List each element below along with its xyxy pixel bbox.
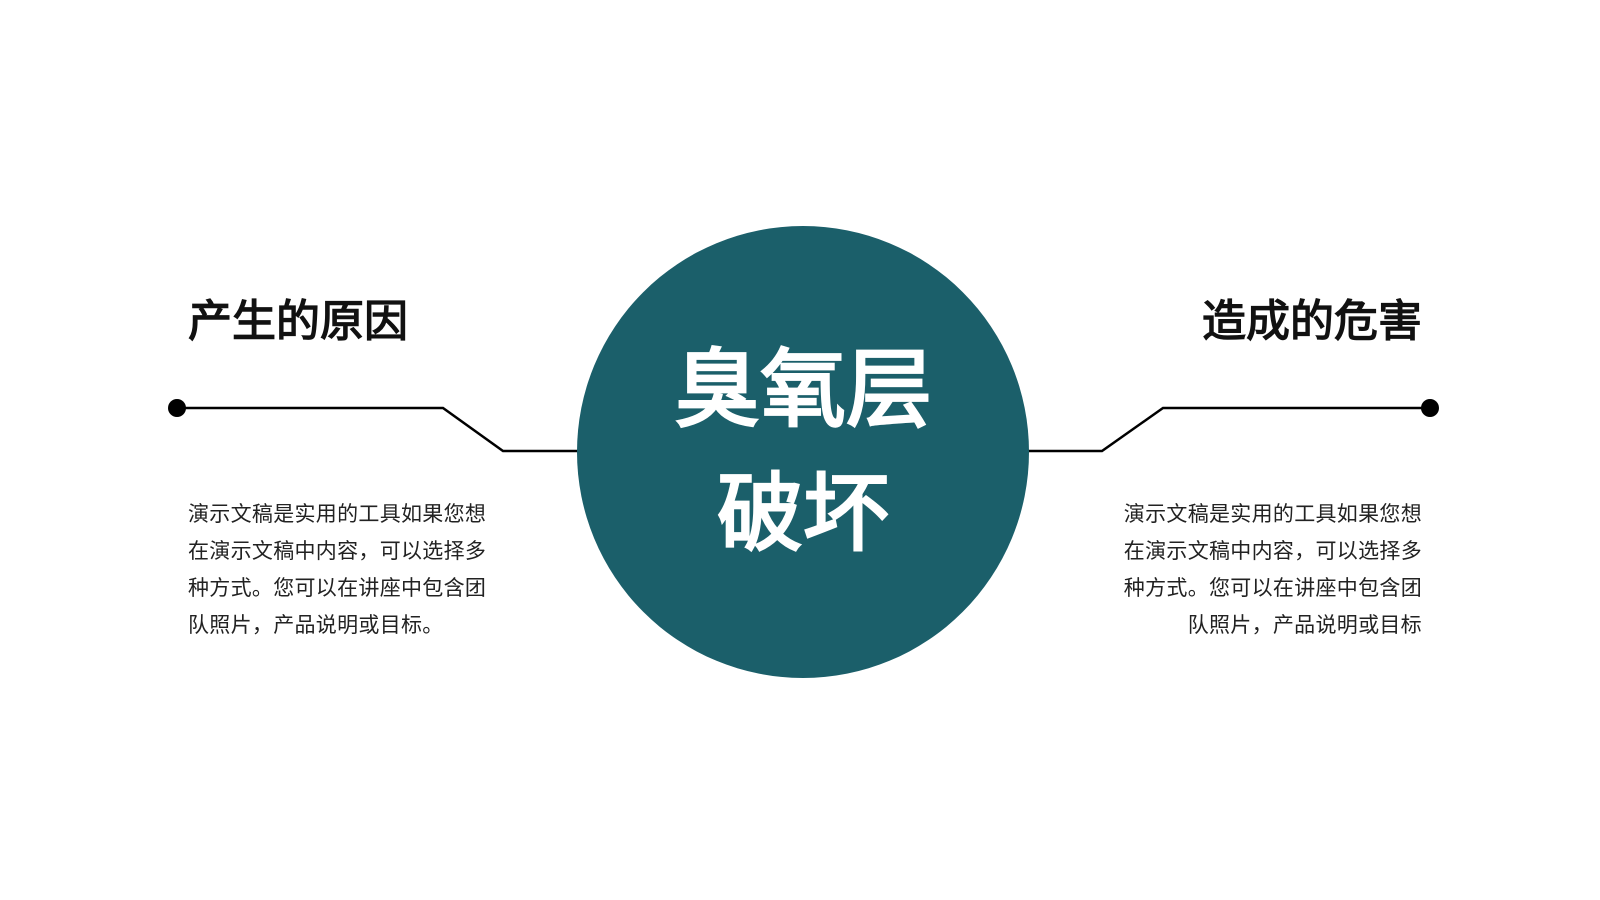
right-body-text: 演示文稿是实用的工具如果您想 在演示文稿中内容，可以选择多 种方式。您可以在讲座… [1092,496,1422,644]
center-circle: 臭氧层 破坏 [577,226,1029,678]
right-connector-dot [1421,399,1439,417]
right-heading: 造成的危害 [1202,296,1422,347]
left-body-text: 演示文稿是实用的工具如果您想 在演示文稿中内容，可以选择多 种方式。您可以在讲座… [188,496,518,644]
right-body-line: 种方式。您可以在讲座中包含团 [1123,576,1422,600]
left-body-line: 演示文稿是实用的工具如果您想 [188,502,487,526]
left-connector-dot [168,399,186,417]
left-heading: 产生的原因 [188,296,408,347]
center-title-line-1: 臭氧层 [674,339,932,440]
right-body-line: 在演示文稿中内容，可以选择多 [1123,539,1422,563]
right-connector-line [1027,406,1430,453]
left-body-line: 种方式。您可以在讲座中包含团 [188,576,487,600]
right-body-line: 演示文稿是实用的工具如果您想 [1123,502,1422,526]
left-connector-line [177,406,580,453]
left-body-line: 队照片，产品说明或目标。 [188,613,444,637]
right-body-line: 队照片，产品说明或目标 [1187,613,1422,637]
center-title-line-2: 破坏 [717,463,889,564]
left-body-line: 在演示文稿中内容，可以选择多 [188,539,487,563]
